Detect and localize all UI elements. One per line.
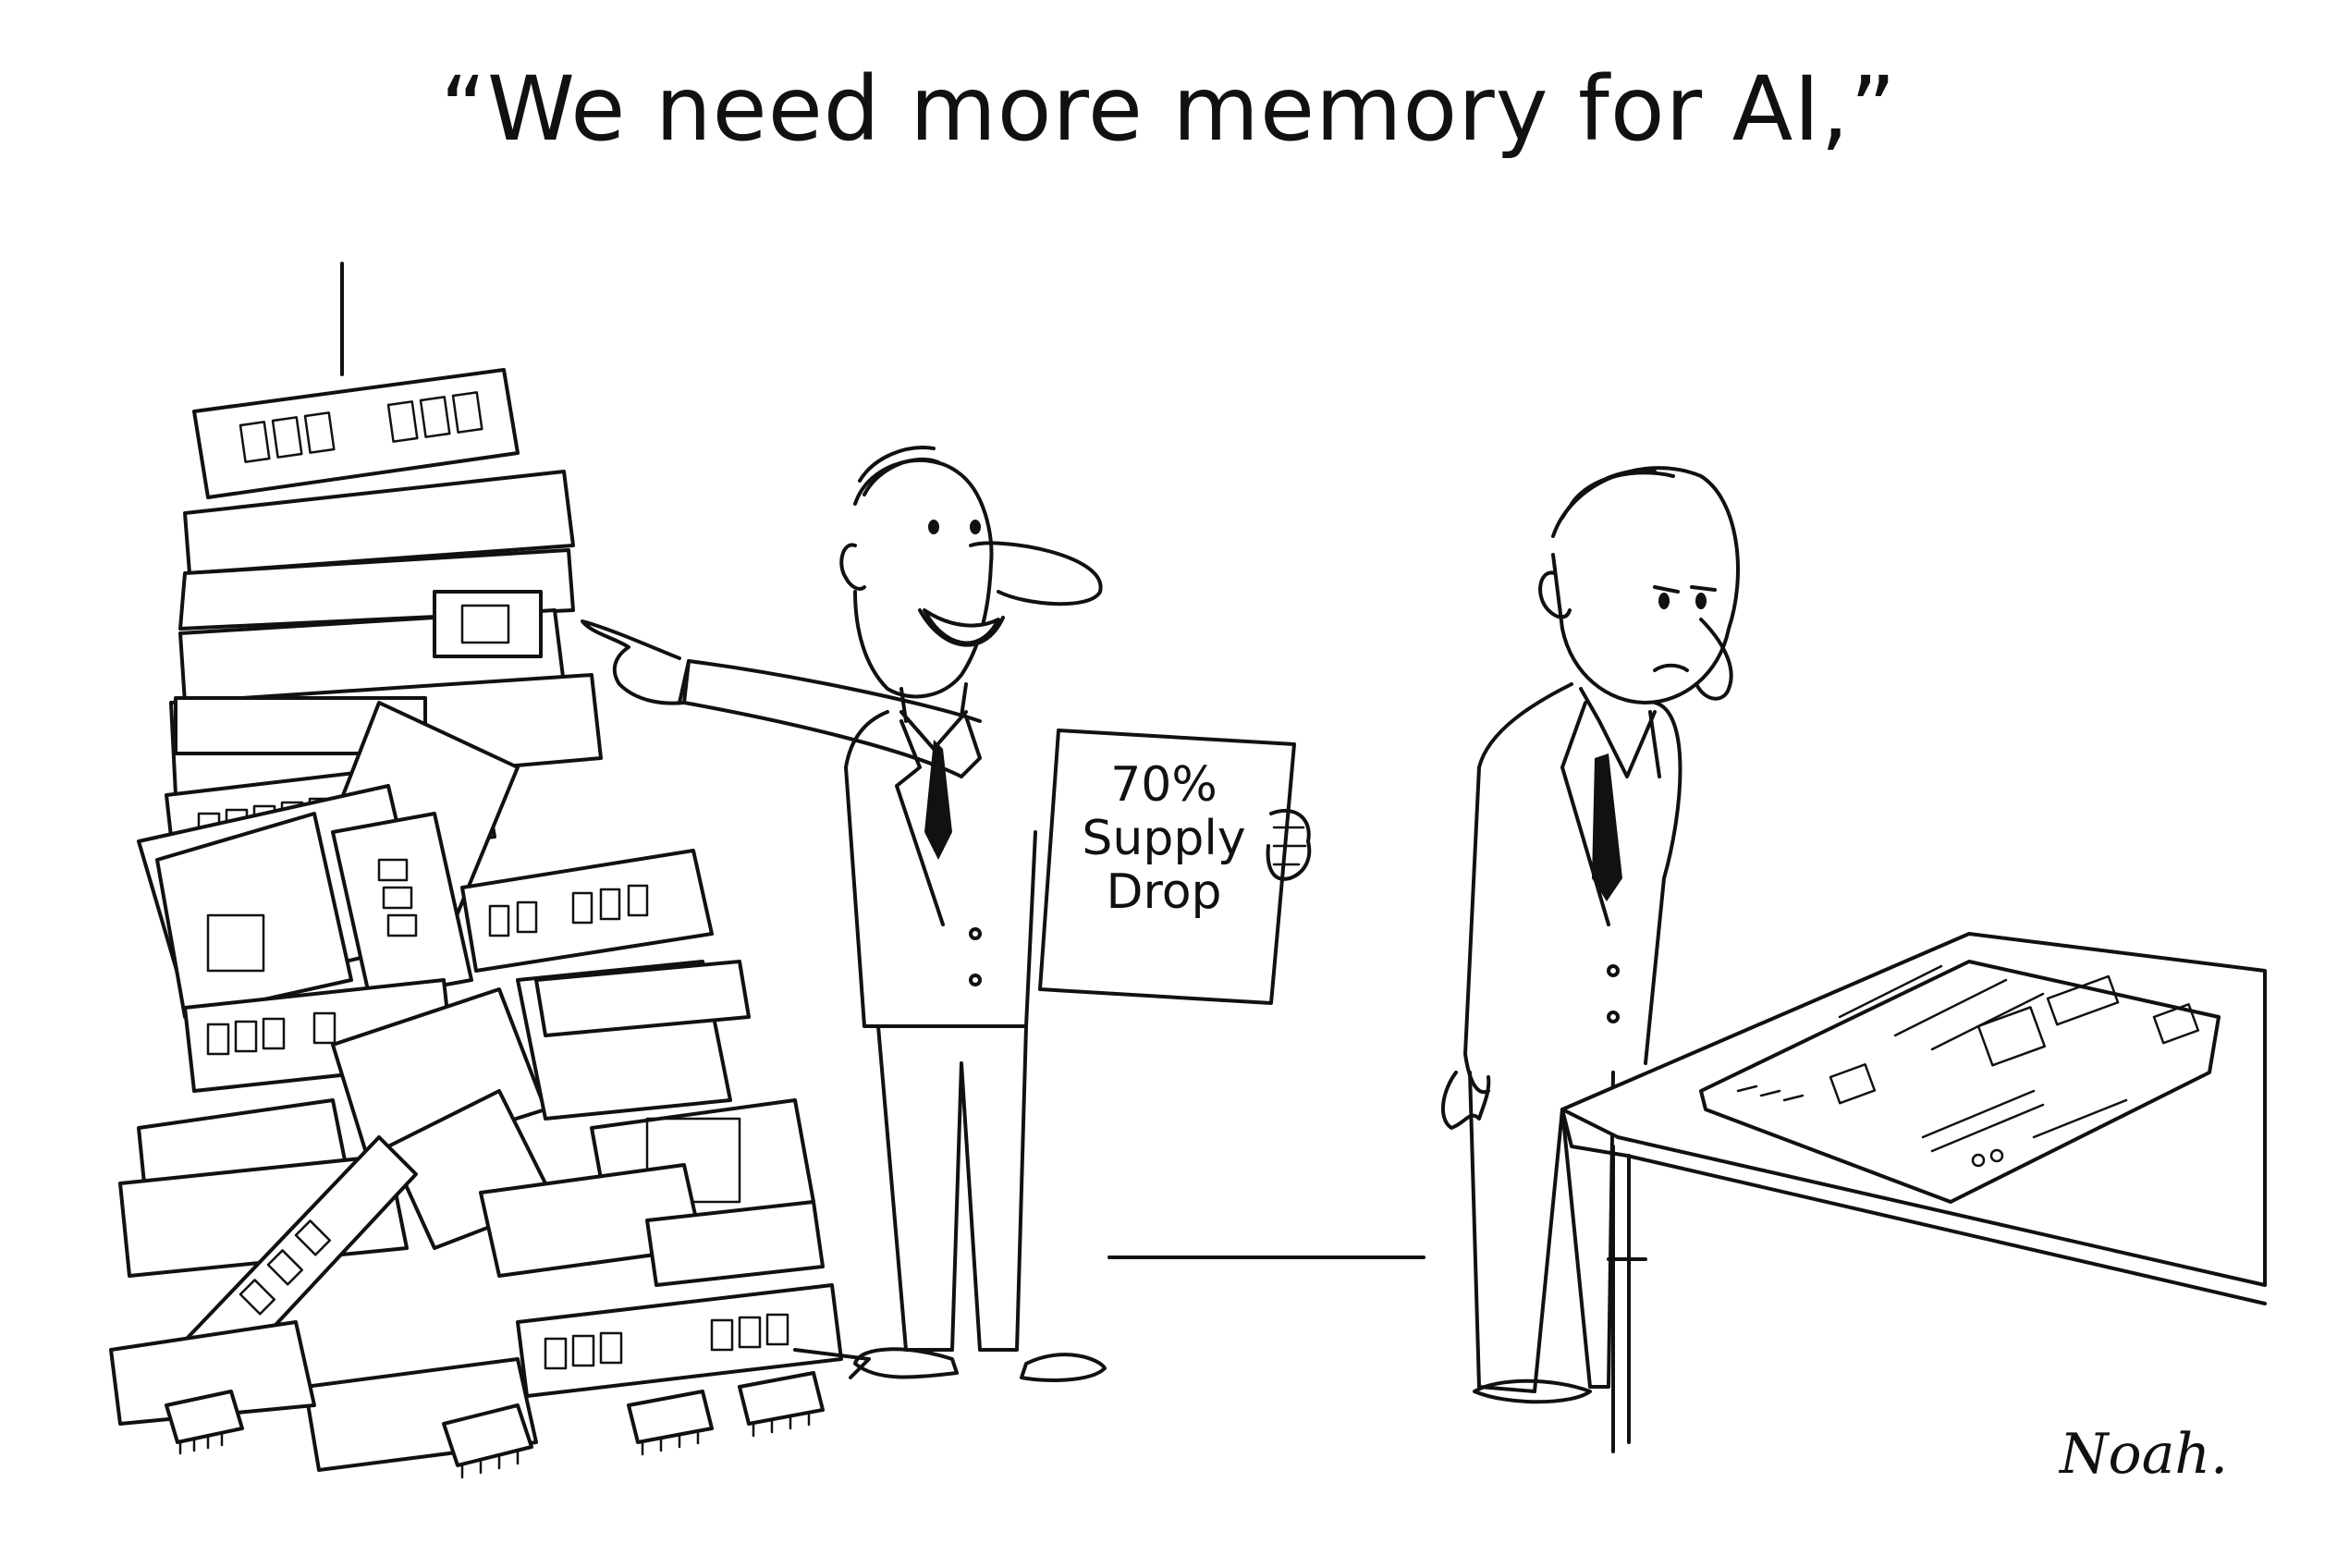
sad-man <box>1440 466 1740 1404</box>
sign-text: 70% Supply Drop <box>1048 758 1279 919</box>
supply-drop-sign <box>1038 729 1312 1005</box>
pointing-man <box>581 446 1107 1382</box>
memory-pile <box>109 262 871 1479</box>
artist-signature: Noah. <box>2060 1422 2229 1487</box>
cartoon-caption: “We need more memory for AI,” <box>440 57 1897 161</box>
sign-line-3: Drop <box>1106 864 1222 920</box>
table-with-motherboard <box>1560 932 2267 1453</box>
floor-line <box>1107 1256 1647 1261</box>
sign-line-2: Supply <box>1082 811 1246 866</box>
sign-line-1: 70% <box>1110 757 1217 813</box>
